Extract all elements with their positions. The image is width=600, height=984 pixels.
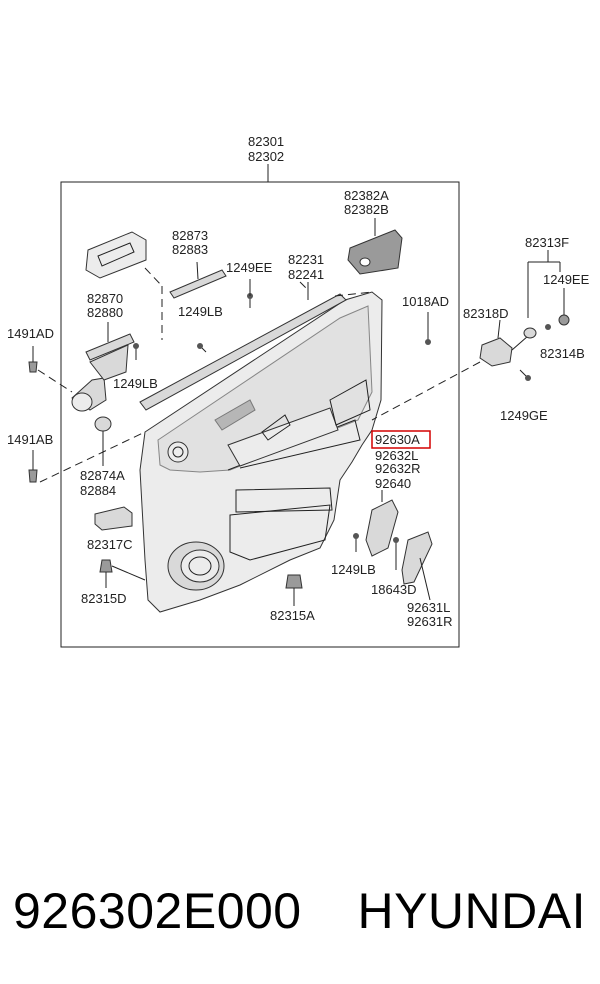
- clip-82315d: [99, 559, 146, 588]
- door-trim-panel: [139, 291, 383, 613]
- label-82884: 82884: [80, 483, 116, 498]
- pad: [94, 506, 133, 531]
- label-82315A: 82315A: [270, 608, 315, 623]
- label-82313F: 82313F: [525, 235, 569, 250]
- label-18643D: 18643D: [371, 582, 417, 597]
- part-labels: 82301 82302 82382A 82382B 82873 82883 12…: [7, 134, 590, 629]
- garnish-82873: [169, 269, 227, 299]
- label-1249LB-b: 1249LB: [113, 376, 158, 391]
- weatherstrip: [139, 281, 347, 411]
- label-92632L: 92632L: [375, 448, 418, 463]
- label-1249LB-c: 1249LB: [331, 562, 376, 577]
- label-1249LB-a: 1249LB: [178, 304, 223, 319]
- label-82301: 82301: [248, 134, 284, 149]
- label-82873: 82873: [172, 228, 208, 243]
- clip-82315a: [285, 574, 303, 606]
- label-92631L: 92631L: [407, 600, 450, 615]
- highlight-92630A: [371, 430, 431, 449]
- label-82314B: 82314B: [540, 346, 585, 361]
- brand-name: HYUNDAI: [357, 883, 586, 939]
- mirror-cover: [85, 333, 135, 361]
- label-82874A: 82874A: [80, 468, 125, 483]
- assembly-frame: [60, 181, 460, 648]
- leader-lines: [249, 279, 429, 330]
- label-82870: 82870: [87, 291, 123, 306]
- label-82241: 82241: [288, 267, 324, 282]
- screws: [133, 293, 431, 570]
- label-1491AB: 1491AB: [7, 432, 53, 447]
- clip-1491ab: [28, 431, 146, 483]
- label-1249EE-a: 1249EE: [226, 260, 273, 275]
- label-82231: 82231: [288, 252, 324, 267]
- inside-door-handle: [371, 250, 570, 421]
- part-number: 926302E000: [13, 883, 302, 939]
- pull-handle-frame: [85, 231, 163, 340]
- label-92630A: 92630A: [375, 432, 420, 447]
- label-82318D: 82318D: [463, 306, 509, 321]
- label-82880: 82880: [87, 305, 123, 320]
- label-1249EE-b: 1249EE: [543, 272, 590, 287]
- label-82883: 82883: [172, 242, 208, 257]
- clip-1491ad: [28, 346, 73, 393]
- speaker-grille: [167, 541, 225, 591]
- label-82382B: 82382B: [344, 202, 389, 217]
- label-92631R: 92631R: [407, 614, 453, 629]
- label-82315D: 82315D: [81, 591, 127, 606]
- label-92640: 92640: [375, 476, 411, 491]
- label-82382A: 82382A: [344, 188, 389, 203]
- power-window-switch: [365, 490, 433, 601]
- label-1491AD: 1491AD: [7, 326, 54, 341]
- label-82317C: 82317C: [87, 537, 133, 552]
- label-82302: 82302: [248, 149, 284, 164]
- footer-caption: 926302E000 HYUNDAI: [0, 876, 600, 946]
- label-92632R: 92632R: [375, 461, 421, 476]
- label-1018AD: 1018AD: [402, 294, 449, 309]
- tweeter-bracket: [94, 416, 112, 466]
- parts-diagram: 82301 82302 82382A 82382B 82873 82883 12…: [7, 134, 590, 648]
- inside-handle-cover: [347, 218, 403, 275]
- tweeter-speaker: [71, 344, 129, 412]
- label-1249GE: 1249GE: [500, 408, 548, 423]
